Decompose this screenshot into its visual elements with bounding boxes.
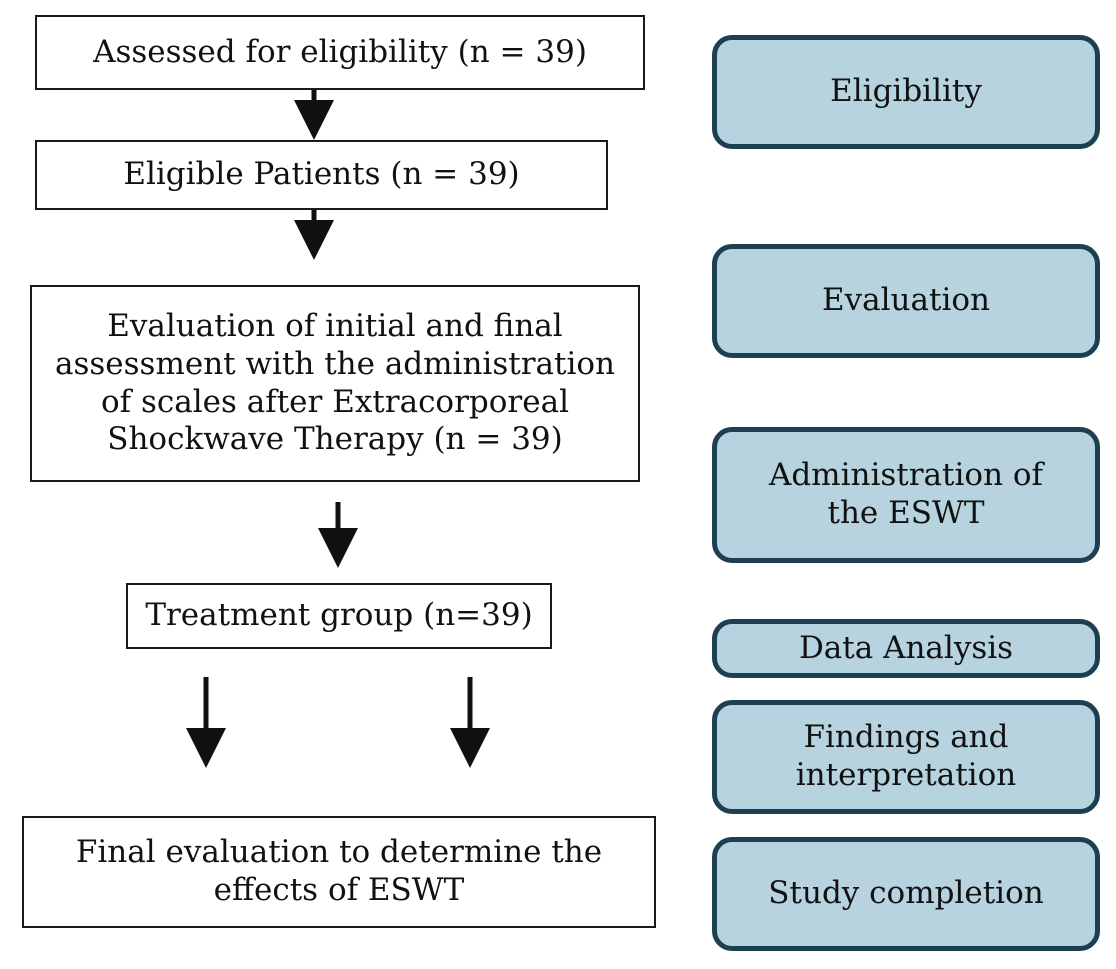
stage-findings: Findings and interpretation (712, 700, 1100, 814)
stage-data-analysis: Data Analysis (712, 619, 1100, 678)
stage-eligibility: Eligibility (712, 35, 1100, 149)
stage-administration: Administration of the ESWT (712, 427, 1100, 563)
flow-box-evaluation: Evaluation of initial and final assessme… (30, 285, 640, 482)
stage-study-completion: Study completion (712, 837, 1100, 951)
flow-box-assessed: Assessed for eligibility (n = 39) (35, 15, 645, 90)
flow-box-treatment-group: Treatment group (n=39) (126, 583, 552, 649)
stage-evaluation: Evaluation (712, 244, 1100, 358)
flow-box-eligible-patients: Eligible Patients (n = 39) (35, 140, 608, 210)
flow-box-final-evaluation: Final evaluation to determine the effect… (22, 816, 656, 928)
